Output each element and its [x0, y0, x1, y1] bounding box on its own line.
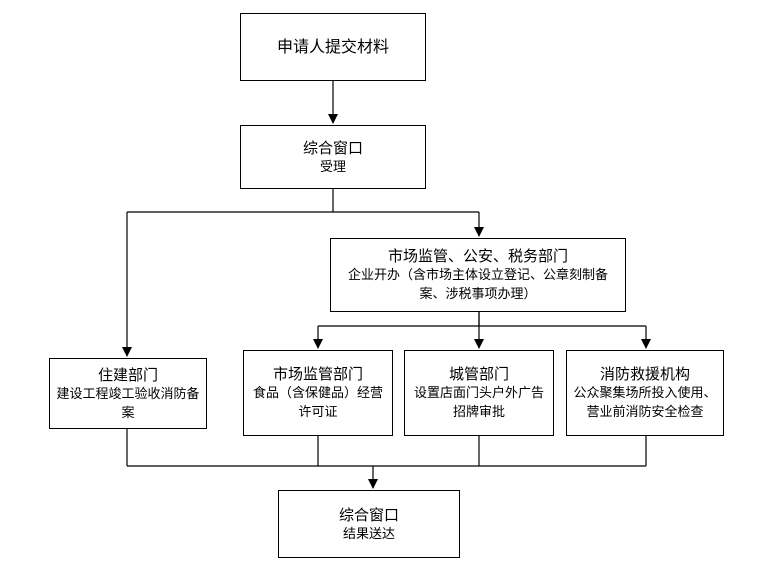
node-body: 公众聚集场所投入使用、营业前消防安全检查 — [573, 386, 717, 420]
node-housing: 住建部门 建设工程竣工验收消防备案 — [49, 358, 207, 429]
node-body: 企业开办（含市场主体设立登记、公章刻制备案、涉税事项办理） — [347, 268, 608, 302]
node-body: 建设工程竣工验收消防备案 — [56, 386, 200, 421]
node-market-joint: 市场监管、公安、税务部门 企业开办（含市场主体设立登记、公章刻制备案、涉税事项办… — [330, 238, 626, 312]
node-urban: 城管部门 设置店面门头户外广告招牌审批 — [404, 350, 554, 436]
node-body: 食品（含保健品）经营许可证 — [252, 386, 383, 420]
node-deliver: 综合窗口 结果送达 — [278, 490, 460, 558]
node-title: 综合窗口 — [338, 505, 399, 524]
node-market: 市场监管部门 食品（含保健品）经营许可证 — [243, 350, 393, 436]
node-title: 消防救援机构 — [599, 365, 690, 383]
node-title: 城管部门 — [448, 365, 509, 383]
node-body: 结果送达 — [342, 526, 395, 542]
node-body: 受理 — [319, 159, 346, 175]
node-title: 住建部门 — [97, 365, 158, 384]
node-fire: 消防救援机构 公众聚集场所投入使用、营业前消防安全检查 — [566, 350, 724, 436]
node-title: 市场监管部门 — [272, 365, 363, 383]
node-applicant-submit: 申请人提交材料 — [240, 13, 426, 81]
node-accept: 综合窗口 受理 — [240, 125, 426, 189]
node-title: 申请人提交材料 — [276, 37, 389, 56]
node-body: 设置店面门头户外广告招牌审批 — [413, 386, 544, 420]
node-title: 综合窗口 — [302, 138, 363, 157]
node-title: 市场监管、公安、税务部门 — [387, 247, 568, 265]
